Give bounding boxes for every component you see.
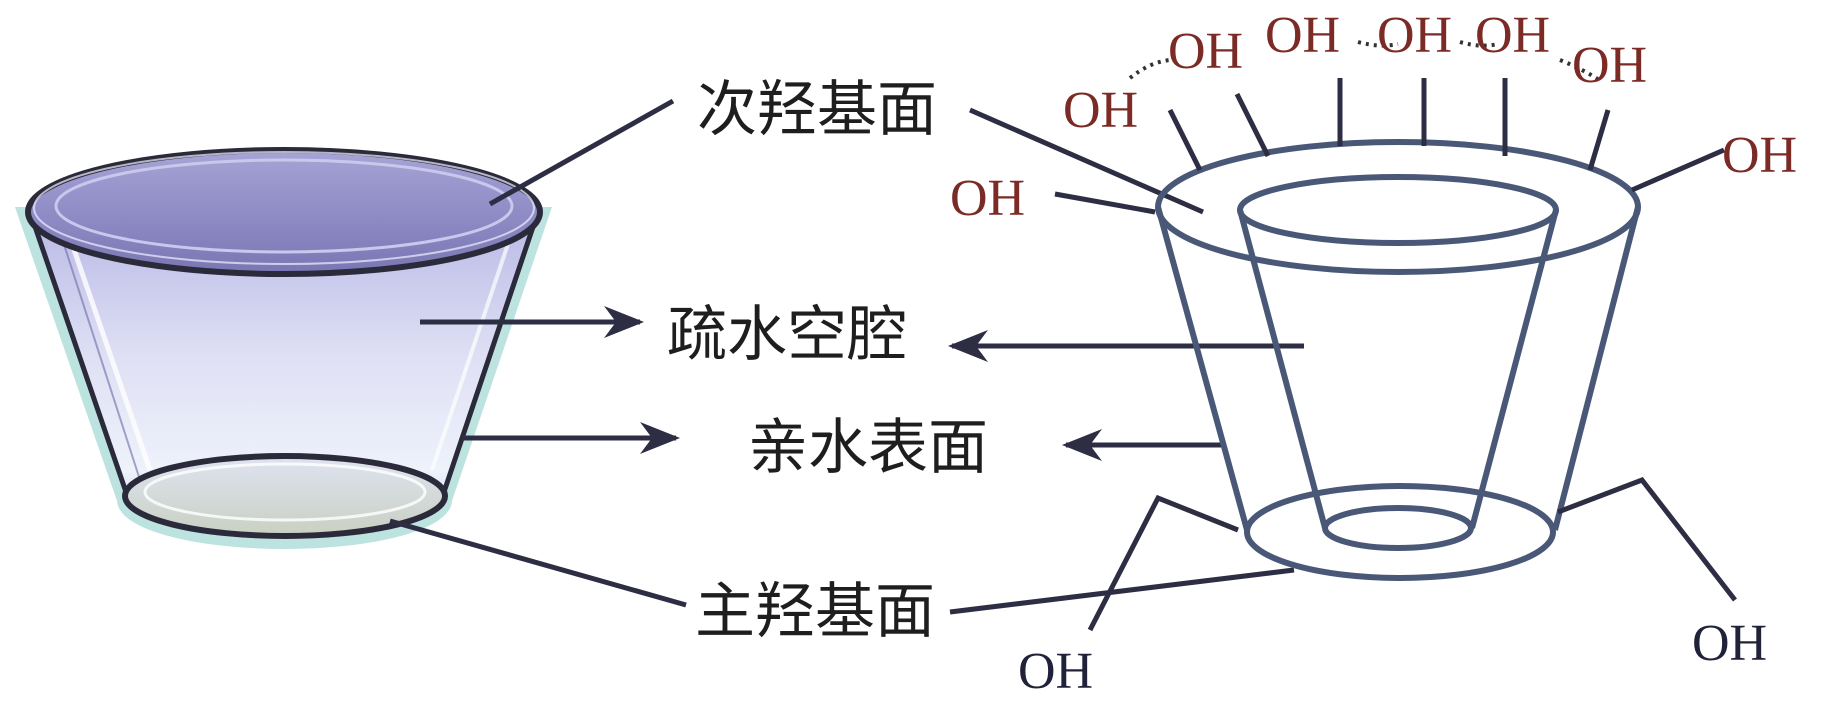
oh-label: OH (1377, 7, 1452, 64)
inner-bottom-ring (1322, 505, 1474, 551)
hydrophobic-cavity-label: 疏水空腔 (667, 300, 907, 370)
oh-label: OH (1572, 37, 1647, 94)
oh-label: OH (950, 170, 1025, 227)
hydrophilic-surface-label: 亲水表面 (748, 413, 988, 483)
outer-cone-left-side (1155, 206, 1250, 531)
bottom-hydroxyl-bonds (1087, 477, 1737, 632)
cone-schematic (1155, 139, 1641, 581)
bottom-hydroxyl-labels: OH OH (1018, 615, 1767, 700)
outer-cone-right-side (1552, 206, 1641, 531)
oh-label: OH (1692, 615, 1767, 672)
primary-hydroxyl-face-label: 主羟基面 (695, 577, 935, 647)
oh-label: OH (1265, 7, 1340, 64)
oh-label: OH (1168, 23, 1243, 80)
primary-face-pointer-right (949, 567, 1295, 615)
top-hydroxyl-bonds (1054, 78, 1725, 215)
primary-face-pointer-left (389, 518, 687, 608)
pointer-lines (389, 98, 1304, 615)
inner-cone-right-side (1469, 209, 1559, 529)
top-hydroxyl-labels: OH OH OH OH OH OH OH OH (950, 7, 1797, 227)
secondary-hydroxyl-face-label: 次羟基面 (697, 75, 937, 145)
outer-top-ring (1155, 139, 1641, 275)
outer-bottom-ring (1244, 483, 1556, 581)
secondary-face-pointer-left (488, 98, 675, 207)
hydrogen-bond-dots (1128, 40, 1604, 84)
cone-3d-illustration (14, 147, 552, 550)
oh-label: OH (1722, 127, 1797, 184)
inner-top-ring (1237, 174, 1559, 246)
oh-label: OH (1475, 7, 1550, 64)
oh-label: OH (1063, 82, 1138, 139)
oh-label: OH (1018, 643, 1093, 700)
region-labels: 次羟基面 疏水空腔 亲水表面 主羟基面 (667, 75, 988, 647)
inner-cone-left-side (1237, 209, 1328, 529)
